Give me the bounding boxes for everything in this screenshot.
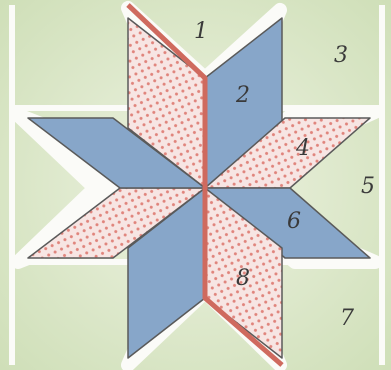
label-5: 5 xyxy=(361,174,375,199)
label-6: 6 xyxy=(287,209,301,234)
label-7: 7 xyxy=(340,306,354,331)
label-4: 4 xyxy=(295,136,310,161)
label-8: 8 xyxy=(236,266,250,291)
label-3: 3 xyxy=(334,43,348,68)
label-1: 1 xyxy=(194,19,208,44)
label-2: 2 xyxy=(235,83,250,108)
